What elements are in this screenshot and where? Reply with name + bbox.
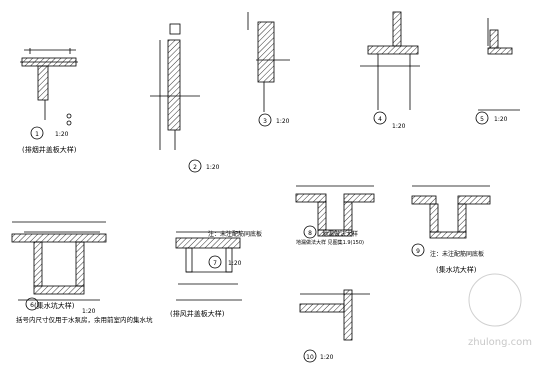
detail-10-number: 10: [306, 354, 314, 361]
detail-3-scale: 1:20: [276, 118, 290, 125]
detail-6-scale: 1:20: [82, 308, 96, 315]
detail-3-marker: [258, 113, 272, 127]
detail-10-marker: [303, 349, 317, 363]
detail-9: [411, 185, 491, 257]
detail-10-scale: 1:20: [320, 354, 334, 361]
detail-10: [299, 289, 370, 363]
watermark-line1: zhulong.com: [468, 337, 532, 348]
detail-7-caption: (排风井盖板大样): [170, 309, 225, 318]
detail-5-marker: [475, 111, 489, 125]
detail-2-marker: [188, 159, 202, 173]
detail-8: [295, 185, 375, 239]
detail-2-scale: 1:20: [206, 164, 220, 171]
rebar-note-a: 注：未注配筋同底板: [430, 250, 484, 258]
detail-2-number: 2: [193, 164, 197, 171]
detail-6-marker: [25, 297, 39, 311]
detail-3-number: 3: [263, 118, 267, 125]
detail-6-number: 6: [30, 302, 34, 309]
detail-1: [20, 48, 78, 140]
detail-1-marker: [30, 126, 44, 140]
detail-7-marker: [208, 255, 222, 269]
detail-6: [11, 221, 107, 311]
sump-title: 地漏做法大样: [322, 230, 358, 238]
detail-5-number: 5: [480, 116, 484, 123]
detail-8-marker: [303, 225, 317, 239]
detail-7-scale: 1:20: [228, 260, 242, 267]
detail-1-scale: 1:20: [55, 131, 69, 138]
detail-4-scale: 1:20: [392, 123, 406, 130]
detail-4: [360, 11, 420, 125]
detail-5: [475, 18, 520, 125]
detail-4-number: 4: [378, 116, 382, 123]
detail-7-number: 7: [213, 260, 217, 267]
detail-2: [150, 23, 202, 173]
detail-9-number: 9: [416, 248, 420, 255]
sump-subtitle: 地漏做法大样 见图集1.9(150): [296, 239, 364, 246]
detail-7: [175, 231, 242, 301]
bottom-note: 括号内尺寸仅用于水泵房，余用前室内的集水坑: [16, 315, 153, 324]
detail-9-caption: (集水坑大样): [436, 265, 477, 274]
rebar-note-b: 注：未注配筋同底板: [208, 230, 262, 238]
detail-3: [247, 12, 290, 127]
detail-1-caption: (排烟井盖板大样): [22, 145, 77, 154]
detail-4-marker: [373, 111, 387, 125]
detail-6-caption: (集水坑大样): [34, 301, 75, 310]
detail-1-number: 1: [35, 131, 39, 138]
watermark: zhulong.com: [468, 273, 532, 348]
detail-8-number: 8: [308, 230, 312, 237]
detail-5-scale: 1:20: [494, 116, 508, 123]
detail-9-marker: [411, 243, 425, 257]
